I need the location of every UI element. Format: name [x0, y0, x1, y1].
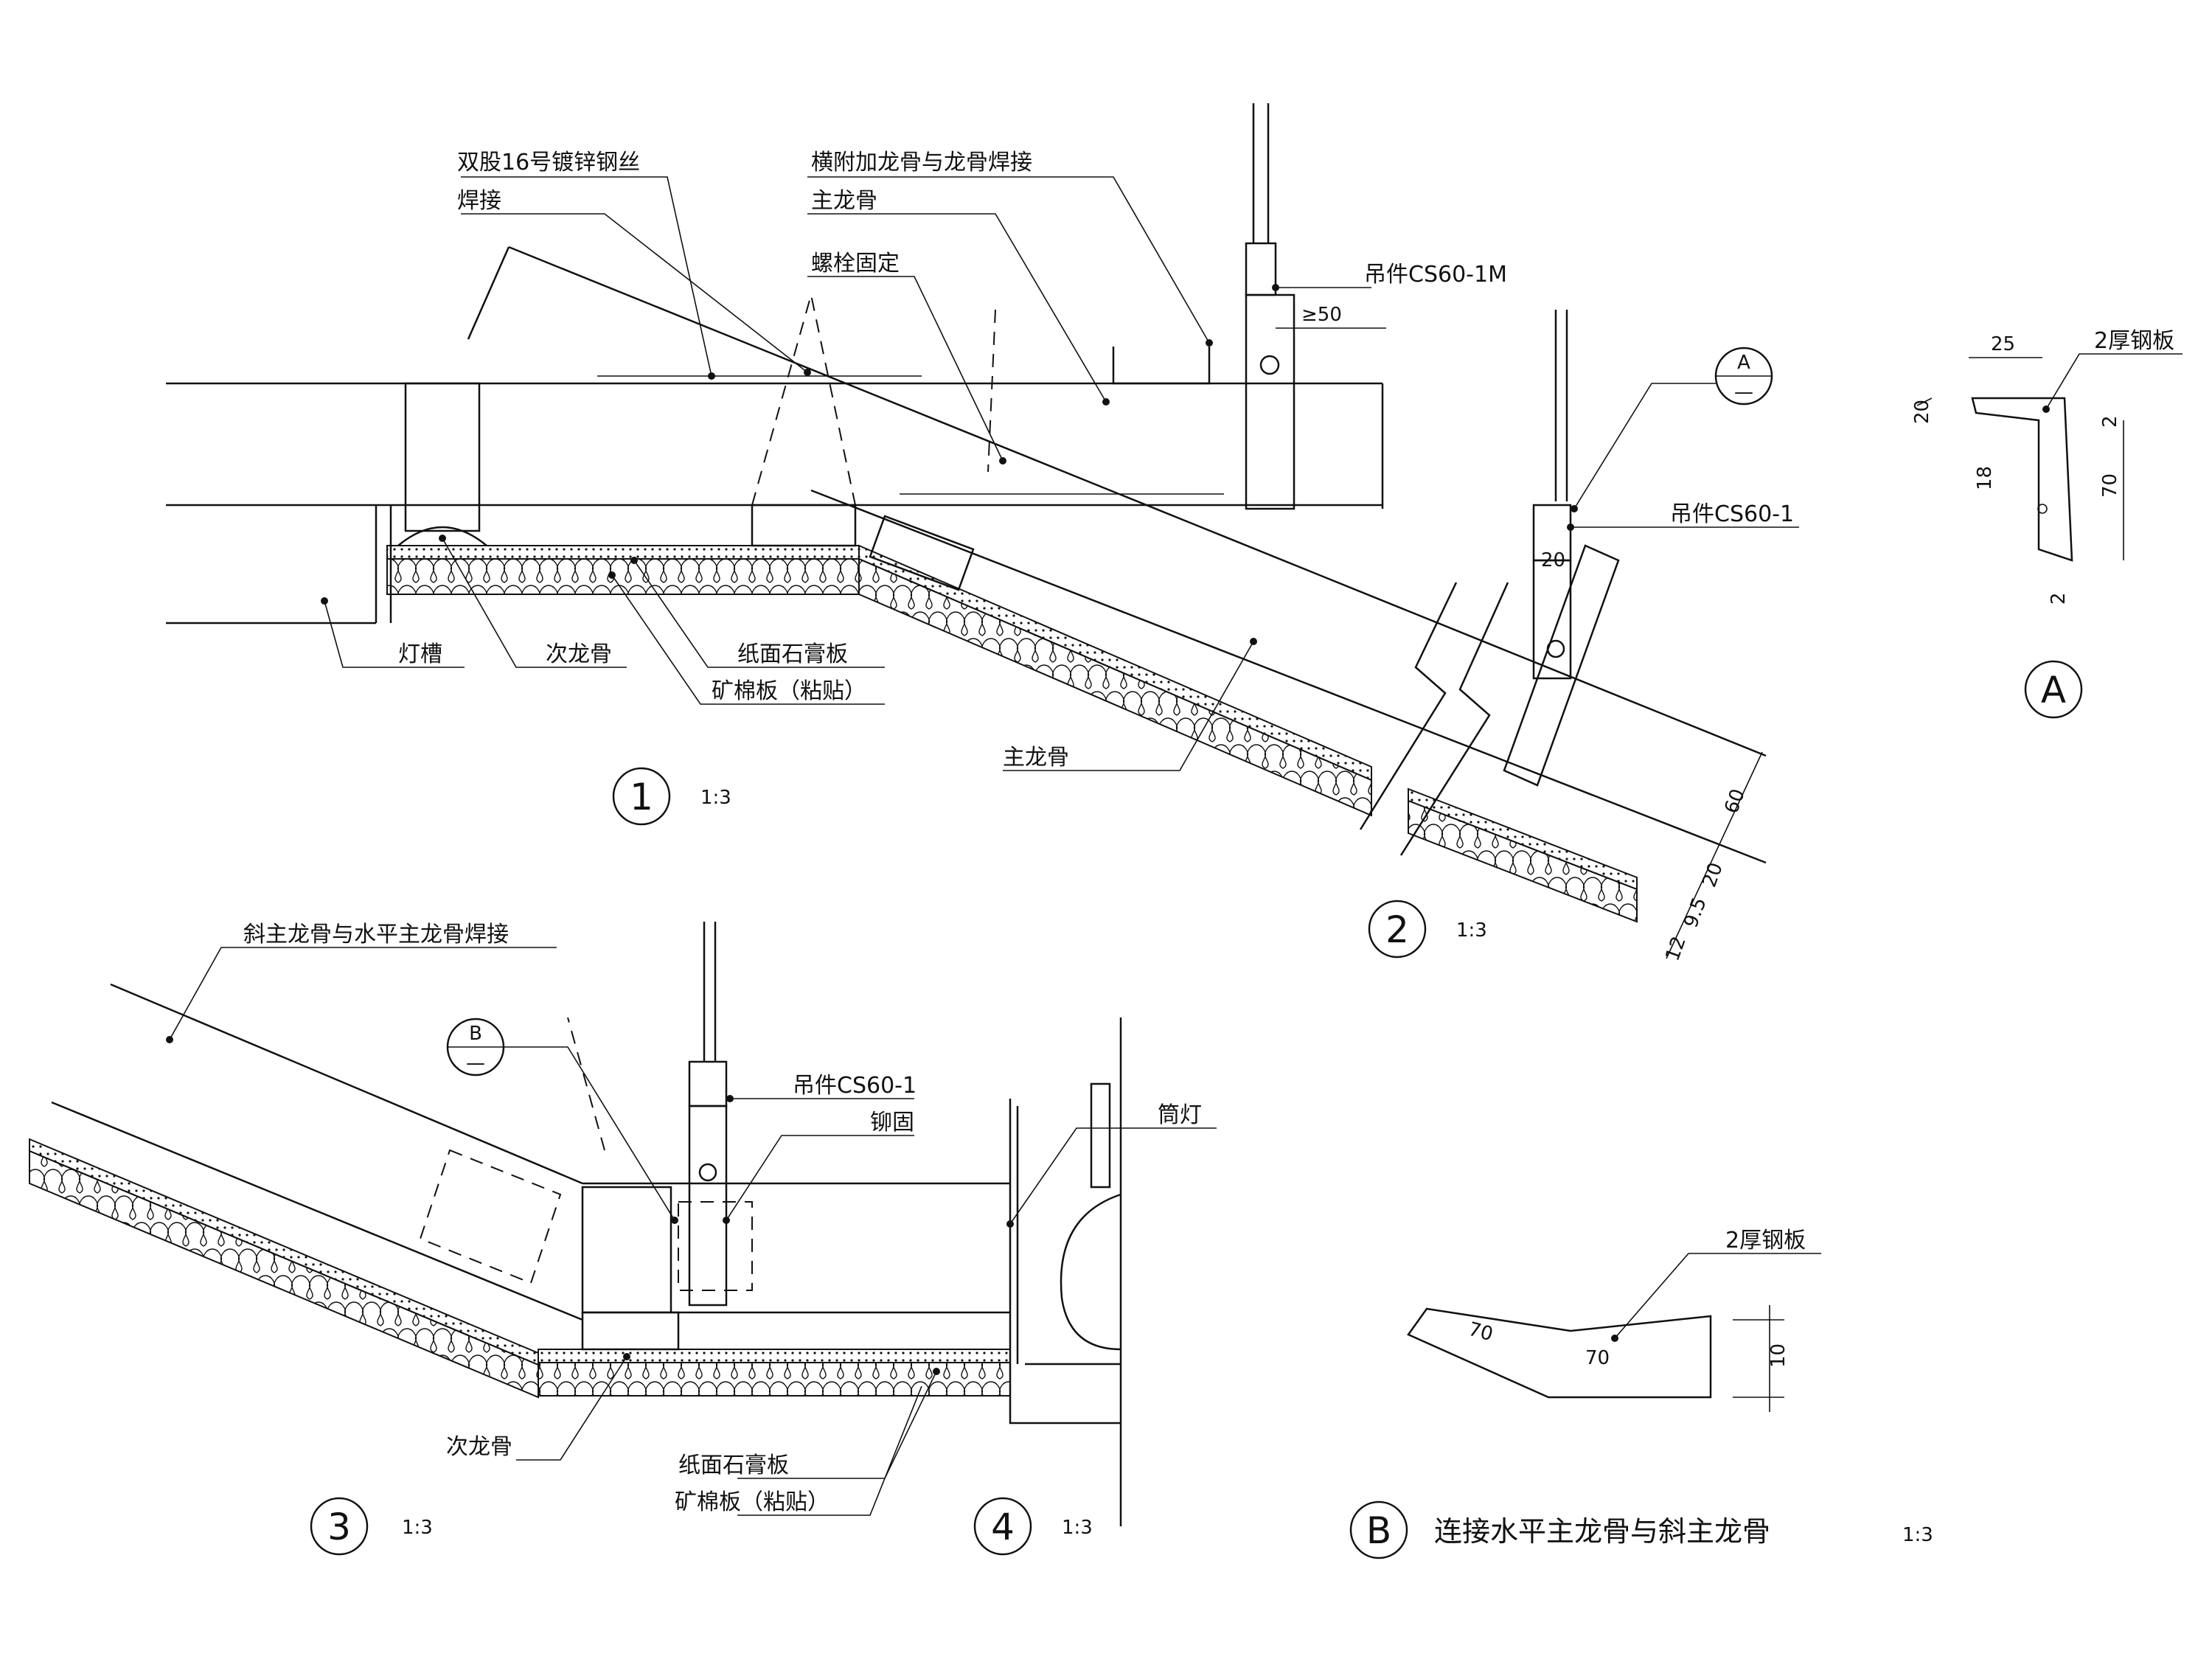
- detail-b-title: 连接水平主龙骨与斜主龙骨: [1434, 1515, 1770, 1548]
- dim-a-70: 70: [2099, 473, 2121, 498]
- detail-4: 筒灯 4 1:3: [973, 1018, 1217, 1556]
- detail-a: 2厚钢板 25 20 18 2 70 2 A: [1911, 328, 2183, 719]
- sub-keel-vertical: [404, 382, 481, 532]
- label-plate-b: 2厚钢板: [1725, 1228, 1806, 1253]
- dim-a-2a: 2: [2099, 415, 2121, 428]
- hanger-cs60-1: [1532, 559, 1572, 680]
- detail-marker-4: [973, 1497, 1032, 1556]
- keel-box-3: [581, 1186, 672, 1314]
- svg-text:A: A: [2041, 669, 2066, 712]
- label-mineral: 矿棉板（粘贴）: [712, 678, 866, 704]
- dim-a-18: 18: [1974, 466, 1996, 490]
- dim-b-70b: 70: [1585, 1347, 1610, 1369]
- label-cross-weld: 横附加龙骨与龙骨焊接: [811, 150, 1032, 175]
- svg-text:B: B: [1366, 1509, 1391, 1552]
- detail-b: 2厚钢板 70 70 10 B 连接水平主龙骨与斜主龙骨 1:3: [1349, 1228, 1933, 1559]
- svg-text:—: —: [466, 1052, 485, 1074]
- label-main-keel-bottom: 主龙骨: [1003, 745, 1069, 771]
- label-plate-a: 2厚钢板: [2094, 328, 2174, 354]
- sloped-main-keel-top: [508, 246, 1767, 757]
- sloped-keel-3: [110, 983, 583, 1185]
- svg-text:A: A: [1737, 352, 1750, 374]
- dim-a-25: 25: [1991, 333, 2015, 355]
- mineral-board-sloped: [858, 557, 1372, 817]
- sloped-main-keel-bottom: [810, 489, 1767, 864]
- sub-keel-mid: [751, 504, 857, 547]
- scale-4: 1:3: [1062, 1517, 1093, 1539]
- scale-2: 1:3: [1456, 919, 1487, 942]
- detail-2: A — 吊件CS60-1 20 60 20 9.5 12 2 1:3: [1359, 310, 1799, 964]
- scale-1: 1:3: [700, 787, 731, 809]
- svg-text:1: 1: [630, 776, 653, 818]
- label-hanger-2: 吊件CS60-1: [1670, 501, 1794, 527]
- svg-text:B: B: [469, 1023, 482, 1045]
- dim-20b: 20: [1698, 860, 1728, 890]
- detail-marker-b: [1349, 1500, 1408, 1559]
- label-bolt: 螺栓固定: [811, 251, 900, 276]
- detail-marker-3: [310, 1497, 369, 1556]
- label-sloped-weld: 斜主龙骨与水平主龙骨焊接: [243, 922, 509, 947]
- label-hanger-1m: 吊件CS60-1M: [1364, 262, 1507, 288]
- label-light-trough: 灯槽: [398, 641, 442, 667]
- dim-20: 20: [1541, 549, 1565, 571]
- label-sub-keel-3: 次龙骨: [446, 1434, 512, 1460]
- scale-b: 1:3: [1902, 1524, 1933, 1546]
- detail-marker-a: [2024, 660, 2083, 719]
- label-gypsum-3: 纸面石膏板: [678, 1453, 789, 1478]
- sub-keel-sloped: [869, 515, 975, 591]
- dim-12: 12: [1661, 933, 1691, 964]
- label-sub-keel: 次龙骨: [546, 641, 612, 667]
- label-mineral-3: 矿棉板（粘贴）: [675, 1489, 830, 1515]
- label-min-dim: ≥50: [1301, 304, 1342, 326]
- label-rivet: 铆固: [870, 1110, 914, 1135]
- svg-text:—: —: [1734, 381, 1753, 403]
- downlight-reflector: [1060, 1193, 1121, 1351]
- steel-plate-b: [1407, 1307, 1712, 1399]
- label-weld: 焊接: [457, 188, 501, 214]
- dim-a-20: 20: [1911, 400, 1933, 424]
- steel-plate-a: [1971, 397, 2073, 562]
- label-downlight: 筒灯: [1158, 1102, 1202, 1128]
- cross-keel-channel: [1112, 347, 1211, 385]
- dim-b-10: 10: [1767, 1343, 1790, 1368]
- hanger-cs60-1m: [1245, 293, 1295, 510]
- dim-b-70a: 70: [1466, 1318, 1495, 1346]
- weld-ticks-top: [597, 375, 1224, 495]
- label-main-keel-top: 主龙骨: [811, 188, 877, 214]
- detail-marker-2: [1368, 900, 1427, 959]
- svg-text:3: 3: [327, 1506, 351, 1548]
- detail-marker-1: [612, 767, 671, 826]
- dim-a-2b: 2: [2048, 592, 2070, 605]
- label-hanger-3: 吊件CS60-1: [793, 1073, 917, 1099]
- scale-3: 1:3: [402, 1517, 433, 1539]
- label-wire: 双股16号镀锌钢丝: [457, 150, 640, 175]
- dim-9-5: 9.5: [1680, 894, 1711, 931]
- detail-1: 双股16号镀锌钢丝 焊接 横附加龙骨与龙骨焊接 主龙骨 螺栓固定 吊件CS60-…: [166, 103, 1767, 864]
- gypsum-board-horizontal: [386, 545, 860, 560]
- svg-text:4: 4: [991, 1506, 1015, 1548]
- svg-text:2: 2: [1385, 908, 1409, 951]
- hanger-cs60-1-3: [688, 1105, 728, 1307]
- dim-60: 60: [1720, 786, 1750, 816]
- detail-3: B — 斜主龙骨与水平主龙骨焊接 吊件CS60-1 铆固 次龙骨 纸面石膏板 矿…: [29, 922, 1011, 1556]
- label-gypsum: 纸面石膏板: [737, 641, 848, 667]
